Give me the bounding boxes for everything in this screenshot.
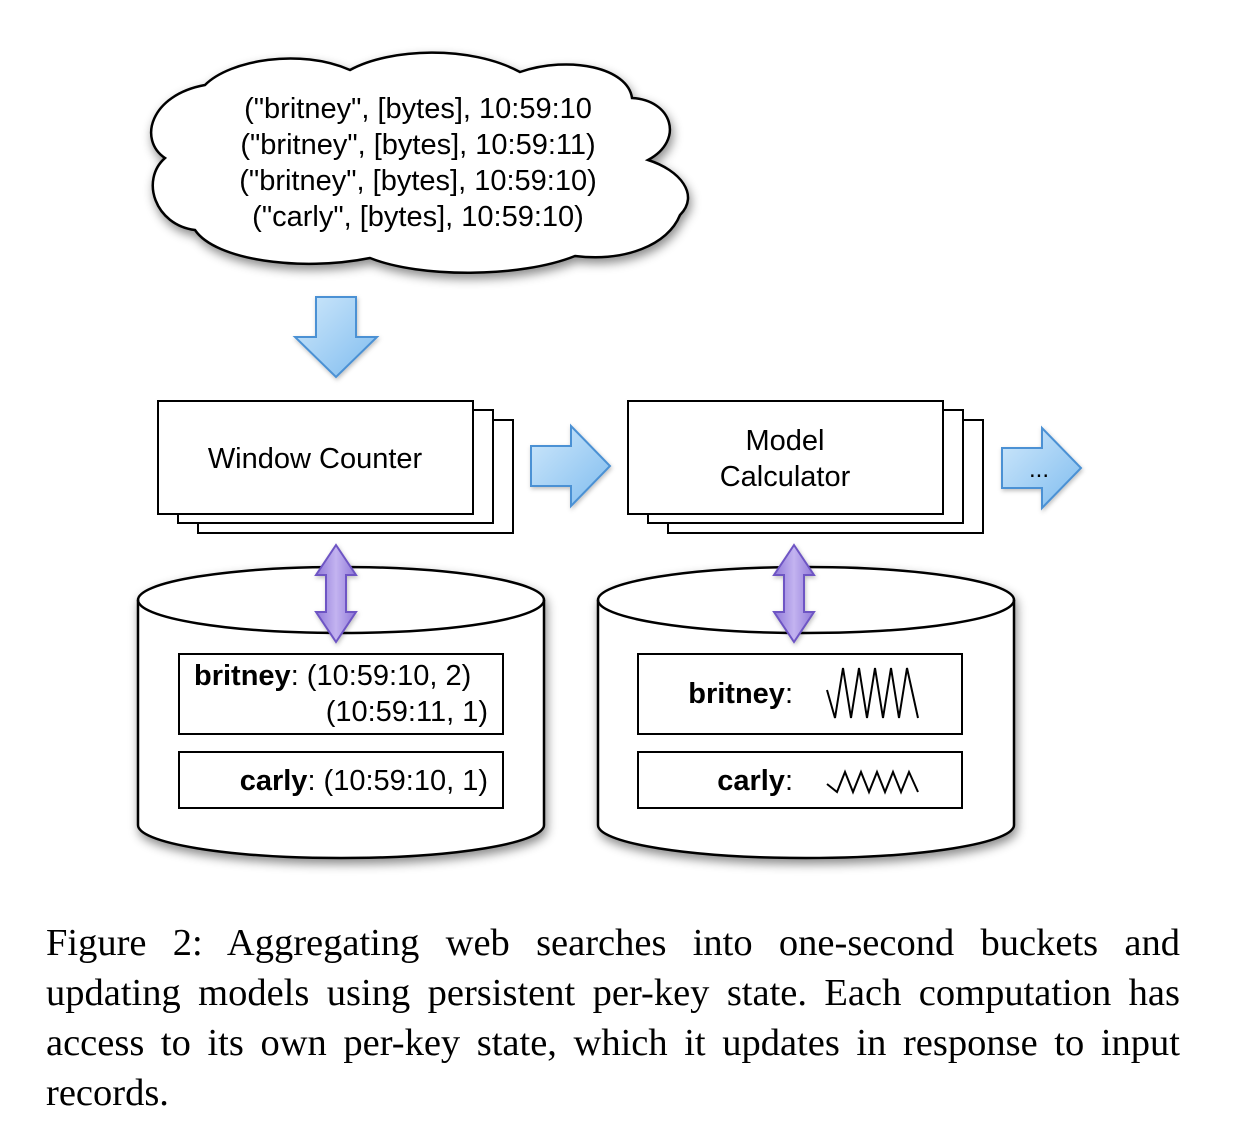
window-counter-box-front [157, 400, 474, 515]
state-access-arrow-icon [314, 543, 358, 644]
model-entry-britney-label: britney: [688, 678, 793, 710]
window-counter-node: Window Counter [157, 400, 514, 534]
model-key-separator: : [785, 678, 793, 710]
cylinder-top-rim [596, 599, 1016, 635]
state-entry-britney-line1: britney: (10:59:10, 2) [194, 660, 471, 692]
state-value-carly: (10:59:10, 1) [316, 765, 489, 797]
state-entry-britney [178, 653, 504, 735]
state-entry-carly [178, 751, 504, 809]
input-record-3: ("britney", [bytes], 10:59:10) [239, 165, 597, 197]
state-key-separator: : [291, 660, 299, 692]
right-arrow-icon [530, 423, 612, 509]
state-entry-carly-line: carly: (10:59:10, 1) [240, 765, 488, 797]
model-key-separator: : [785, 765, 793, 797]
state-value-britney-2: (10:59:11, 1) [326, 696, 488, 728]
continuation-arrow-icon [1001, 425, 1083, 511]
input-record-4: ("carly", [bytes], 10:59:10) [252, 201, 584, 233]
model-key-britney: britney [688, 678, 785, 710]
diagram: ("britney", [bytes], 10:59:10 ("britney"… [136, 51, 1083, 860]
continuation-label: ... [1029, 456, 1049, 483]
cloud-shape [149, 51, 690, 274]
model-calculator-state-store: britney: carly: [596, 565, 1016, 860]
state-access-arrow-icon [772, 543, 816, 644]
window-counter-state-store: britney: (10:59:10, 2) (10:59:11, 1) car… [136, 565, 546, 860]
state-key-britney: britney [194, 660, 291, 692]
state-value-britney-1: (10:59:10, 2) [299, 660, 472, 692]
continuation-arrow: ... [1001, 425, 1083, 511]
figure-caption: Figure 2: Aggregating web searches into … [46, 922, 1180, 1114]
window-counter-label: Window Counter [208, 443, 423, 475]
model-entry-britney [637, 653, 963, 735]
model-calculator-node: Model Calculator [627, 400, 984, 534]
model-key-carly: carly [717, 765, 785, 797]
model-calculator-label-line2: Calculator [720, 461, 851, 493]
input-record-1: ("britney", [bytes], 10:59:10 [244, 93, 592, 125]
model-calculator-box-front [627, 400, 944, 515]
carly-model-waveform-icon [826, 769, 919, 795]
input-records-cloud: ("britney", [bytes], 10:59:10 ("britney"… [149, 51, 690, 274]
model-calculator-label-line1: Model [746, 425, 825, 457]
model-entry-carly [637, 751, 963, 809]
model-entry-carly-label: carly: [717, 765, 793, 797]
down-arrow-icon [292, 296, 380, 379]
britney-model-waveform-icon [826, 667, 919, 719]
state-key-carly: carly [240, 765, 308, 797]
input-record-2: ("britney", [bytes], 10:59:11) [240, 129, 595, 161]
state-key-separator: : [307, 765, 315, 797]
